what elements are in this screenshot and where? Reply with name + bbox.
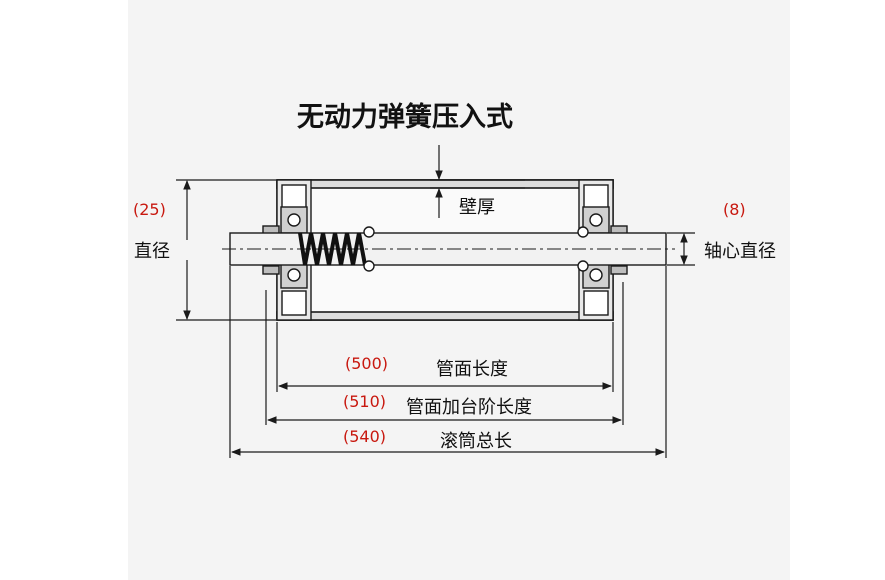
diameter-label: 直径	[134, 241, 170, 262]
wall-thickness-dimension	[430, 145, 525, 218]
diameter-dimension	[176, 179, 276, 321]
shaft-diameter-value: (8)	[723, 200, 746, 219]
total-length-value: (540)	[343, 427, 387, 446]
shaft	[222, 232, 675, 266]
tube-length-value: (500)	[345, 354, 389, 373]
length-dimensions	[229, 266, 667, 458]
wall-thickness-label: 壁厚	[459, 197, 495, 218]
diagram-title: 无动力弹簧压入式	[297, 102, 513, 133]
tube-step-length-label: 管面加台阶长度	[406, 397, 532, 418]
tube-length-label: 管面长度	[436, 359, 508, 380]
shaft-diameter-dimension	[667, 232, 695, 266]
spring	[298, 226, 589, 272]
shaft-diameter-label: 轴心直径	[704, 241, 776, 262]
diameter-value: (25)	[133, 200, 166, 219]
tube-step-length-value: (510)	[343, 392, 387, 411]
total-length-label: 滚筒总长	[440, 431, 512, 452]
